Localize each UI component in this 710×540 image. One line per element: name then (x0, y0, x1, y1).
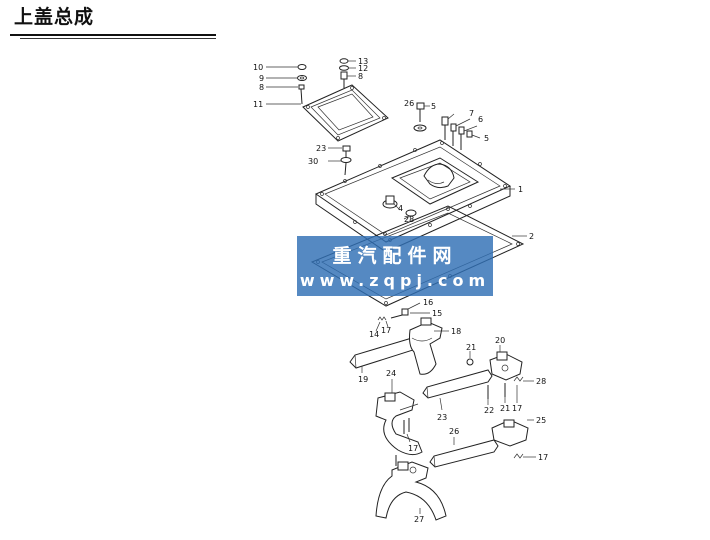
page-title: 上盖总成 (14, 6, 95, 28)
callout-30: 30 (308, 157, 318, 166)
callout-23-bottom: 23 (437, 413, 447, 422)
callout-17-right: 17 (512, 404, 522, 413)
bolt-23-30 (340, 145, 352, 176)
callout-2: 2 (529, 232, 534, 241)
callout-5-right: 5 (484, 134, 489, 143)
shift-rail-19-fork-18 (349, 308, 443, 375)
pin-pair-17 (395, 418, 410, 466)
callout-11: 11 (253, 100, 263, 109)
callout-7: 7 (469, 109, 474, 118)
callout-26-top: 26 (404, 99, 414, 108)
callout-10: 10 (253, 63, 263, 72)
callout-16: 16 (423, 298, 433, 307)
callout-22: 22 (484, 406, 494, 415)
callout-21-bottom: 21 (500, 404, 510, 413)
callout-25: 25 (536, 416, 546, 425)
callout-15: 15 (432, 309, 442, 318)
callout-27: 27 (414, 515, 424, 524)
cover-housing (314, 139, 512, 253)
callout-28-right: 28 (536, 377, 546, 386)
washer-nut-stack-right (339, 58, 349, 88)
callout-6: 6 (478, 115, 483, 124)
callout-5-top: 5 (431, 102, 436, 111)
watermark-line1: 重汽配件网 (332, 244, 457, 267)
callout-17-top: 17 (381, 326, 391, 335)
callout-1: 1 (518, 185, 523, 194)
callout-8-right: 8 (358, 72, 363, 81)
watermark-line2: www.zqpj.com (300, 271, 490, 290)
callout-8-left: 8 (259, 83, 264, 92)
callout-17-bottom: 17 (538, 453, 548, 462)
bolt-and-washer-26-5 (413, 102, 427, 132)
shift-rail-23-block-20 (422, 351, 524, 399)
callout-14: 14 (369, 330, 379, 339)
callout-21-top: 21 (466, 343, 476, 352)
callout-9: 9 (259, 74, 264, 83)
callout-24: 24 (386, 369, 396, 378)
leader-lines (266, 60, 536, 514)
callout-20: 20 (495, 336, 505, 345)
small-cover-plate (302, 84, 389, 142)
callout-18: 18 (451, 327, 461, 336)
shift-rail-26-block-25 (429, 419, 529, 468)
callout-13: 13 (358, 57, 368, 66)
shift-fork-24 (375, 391, 423, 456)
shift-fork-27 (375, 461, 447, 521)
watermark: 重汽配件网 www.zqpj.com (297, 236, 493, 296)
title-underline (10, 34, 216, 36)
callout-23-top: 23 (316, 144, 326, 153)
pin-group-7-6-5 (441, 116, 473, 150)
callout-4: 4 (398, 204, 403, 213)
title-underline-secondary (20, 38, 216, 39)
washer-nut-stack-left (297, 64, 307, 105)
callout-26-bottom: 26 (449, 427, 459, 436)
callout-19: 19 (358, 375, 368, 384)
callout-labels: 10 9 8 11 13 12 8 26 5 7 6 5 23 30 1 4 2… (253, 57, 548, 524)
callout-28-top: 28 (404, 215, 414, 224)
callout-17-fork: 17 (408, 444, 418, 453)
callout-12: 12 (358, 64, 368, 73)
